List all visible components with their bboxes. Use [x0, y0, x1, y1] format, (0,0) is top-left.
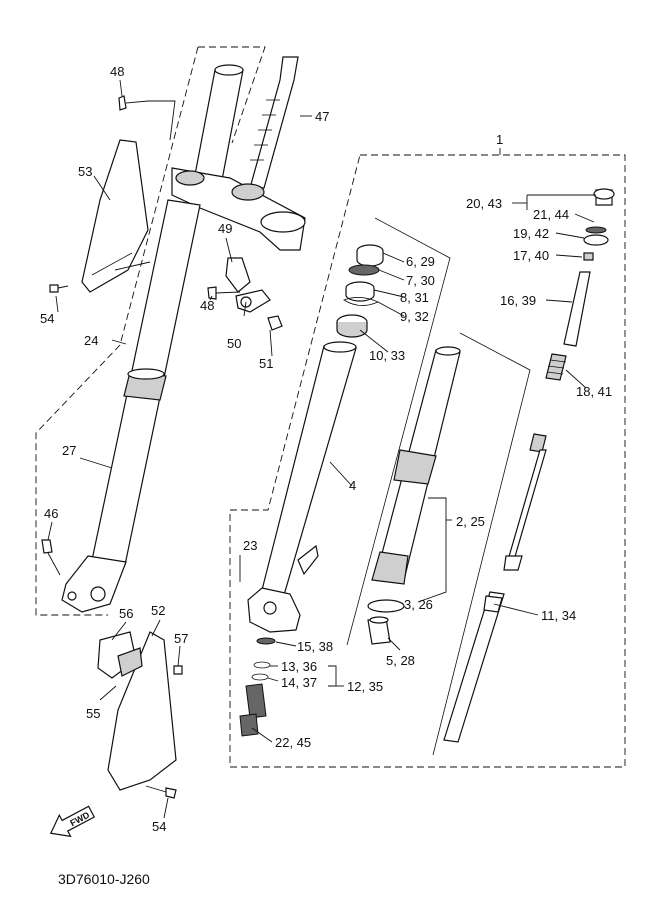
- callout-57: 57: [174, 631, 188, 646]
- callout-55: 55: [86, 706, 100, 721]
- callout-52: 52: [151, 603, 165, 618]
- callout-48-top: 48: [110, 64, 124, 79]
- callout-22-45: 22, 45: [275, 735, 311, 750]
- callout-51: 51: [259, 356, 273, 371]
- callout-21-44: 21, 44: [533, 207, 569, 222]
- callout-7-30: 7, 30: [406, 273, 435, 288]
- leader-lines: [47, 79, 596, 819]
- callout-24: 24: [84, 333, 98, 348]
- callout-4: 4: [349, 478, 356, 493]
- inner-assembly-boundary: [346, 217, 531, 756]
- stem-bracket: [225, 257, 251, 293]
- right-fork-group-boundary: [229, 154, 626, 768]
- callout-12-35: 12, 35: [347, 679, 383, 694]
- callout-14-37: 14, 37: [281, 675, 317, 690]
- callout-8-31: 8, 31: [400, 290, 429, 305]
- callout-labels: 1 20, 43 21, 44 19, 42 17, 40 16, 39 18,…: [40, 64, 612, 834]
- callout-47: 47: [315, 109, 329, 124]
- left-fork-group-boundary: [35, 46, 266, 616]
- callout-27: 27: [62, 443, 76, 458]
- callout-53: 53: [78, 164, 92, 179]
- callout-15-38: 15, 38: [297, 639, 333, 654]
- fork-axle-bracket: [61, 555, 127, 613]
- callout-19-42: 19, 42: [513, 226, 549, 241]
- seal-stack: [336, 244, 384, 338]
- diagram-code: 3D76010-J260: [58, 871, 150, 887]
- callout-17-40: 17, 40: [513, 248, 549, 263]
- callout-2-25: 2, 25: [456, 514, 485, 529]
- fwd-arrow-icon: FWD: [49, 805, 96, 838]
- hardware-left: [41, 95, 283, 799]
- damper-rod-assembly: [443, 188, 615, 743]
- callout-11-34: 11, 34: [541, 608, 576, 623]
- callout-48-bottom: 48: [200, 298, 214, 313]
- callout-16-39: 16, 39: [500, 293, 536, 308]
- lower-seals-and-rings: [239, 637, 276, 737]
- callout-5-28: 5, 28: [386, 653, 415, 668]
- callout-54-bottom: 54: [152, 819, 166, 834]
- callout-49: 49: [218, 221, 232, 236]
- callout-3-26: 3, 26: [404, 597, 433, 612]
- inner-tube-2: [367, 346, 461, 645]
- callout-54-top: 54: [40, 311, 54, 326]
- callout-9-32: 9, 32: [400, 309, 429, 324]
- fork-tube-4: [247, 341, 357, 633]
- fork-guard-upper: [81, 139, 149, 293]
- callout-50: 50: [227, 336, 241, 351]
- fork-guard-lower: [97, 631, 177, 791]
- callout-13-36: 13, 36: [281, 659, 317, 674]
- callout-23: 23: [243, 538, 257, 553]
- steering-stem: [249, 56, 299, 189]
- callout-46: 46: [44, 506, 58, 521]
- lower-triple-clamp: [171, 167, 306, 251]
- callout-6-29: 6, 29: [406, 254, 435, 269]
- callout-1: 1: [496, 132, 503, 147]
- callout-20-43: 20, 43: [466, 196, 502, 211]
- callout-10-33: 10, 33: [369, 348, 405, 363]
- cable-clamp: [235, 289, 271, 313]
- callout-18-41: 18, 41: [576, 384, 612, 399]
- callout-56: 56: [119, 606, 133, 621]
- upper-fork-tube: [193, 64, 244, 181]
